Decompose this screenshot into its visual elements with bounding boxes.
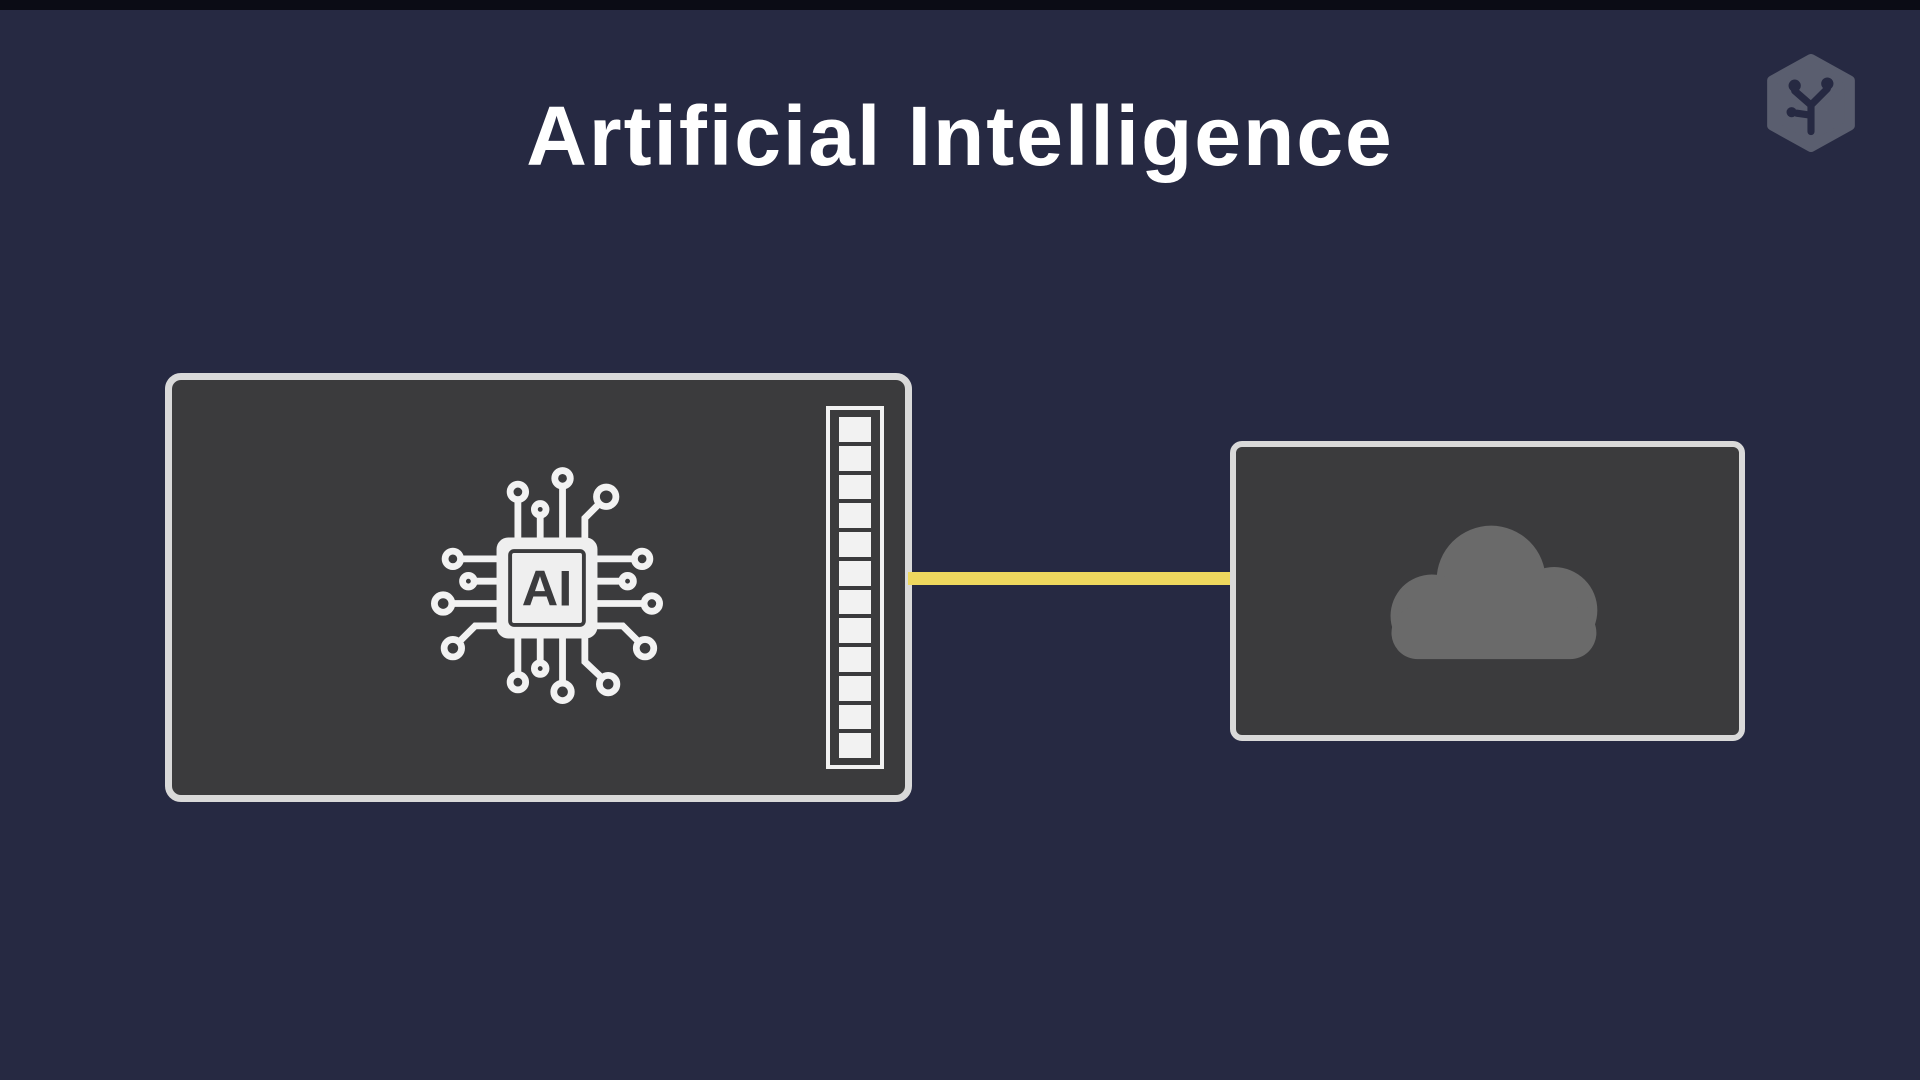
top-edge-bar — [0, 0, 1920, 10]
pin-segment — [839, 532, 871, 557]
pin-segment — [839, 445, 871, 471]
pin-segment — [839, 733, 871, 758]
ai-chip-icon: AI — [431, 467, 663, 704]
pin-segment — [839, 503, 871, 528]
cloud-icon — [1390, 525, 1598, 660]
cloud-panel — [1230, 441, 1745, 741]
pin-segment — [839, 589, 871, 615]
wire-connector — [908, 572, 1234, 585]
hexagon-circuit-logo-icon — [1767, 54, 1855, 152]
pin-segment — [839, 474, 871, 500]
pin-segment — [839, 618, 871, 643]
pin-segment — [839, 647, 871, 672]
page-title: Artificial Intelligence — [526, 89, 1394, 183]
ai-board-panel: AI — [165, 373, 912, 802]
pin-segment — [839, 675, 871, 701]
pin-segment — [839, 560, 871, 586]
pin-segment — [839, 704, 871, 730]
pin-header-icon — [826, 406, 884, 769]
pin-segment — [839, 417, 871, 442]
chip-label: AI — [522, 559, 572, 616]
